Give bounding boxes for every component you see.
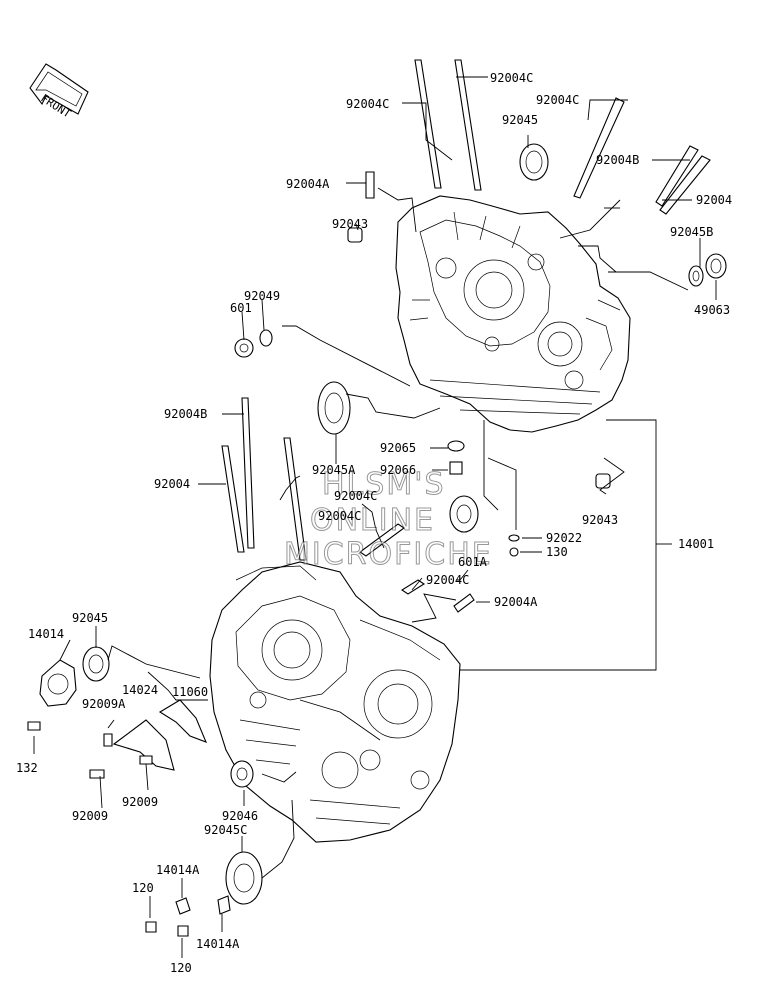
label-120-top: 120 (132, 881, 154, 895)
bearing-92045-left-icon (82, 646, 110, 682)
part-labels: 92004C 92004C 92004C 92045 92004B 92004A… (16, 71, 732, 975)
label-92004-mid: 92004 (154, 477, 190, 491)
label-92049: 92049 (244, 289, 280, 303)
label-92004c-top-2: 92004C (346, 97, 389, 111)
leader-lines (33, 76, 717, 958)
watermark-line-2: ONLINE (310, 503, 435, 538)
bolt-132-icon (27, 721, 41, 731)
bolt-92009-icon (89, 755, 153, 779)
label-14024: 14024 (122, 683, 158, 697)
label-92045-left: 92045 (72, 611, 108, 625)
bearing-92046-icon (230, 760, 254, 788)
oring-92022-icon (508, 534, 520, 542)
label-92004c-mid-1: 92004C (334, 489, 377, 503)
stud-bolts (221, 59, 711, 613)
label-92004a-mid: 92004A (494, 595, 538, 609)
watermark: HLSM'S ONLINE MICROFICHE (284, 467, 493, 573)
label-14014a-top: 14014A (156, 863, 200, 877)
bearing-92045b-icon (688, 265, 704, 287)
bearing-92045-top-icon (519, 143, 549, 181)
label-92004-top: 92004 (696, 193, 732, 207)
dowel-92043-mid-icon (595, 473, 611, 489)
washer-92065-icon (447, 440, 465, 452)
bolt-130-icon (509, 547, 519, 557)
label-92004a-top: 92004A (286, 177, 330, 191)
label-130: 130 (546, 545, 568, 559)
label-14014a-bottom: 14014A (196, 937, 240, 951)
dowel-92043-top-icon (347, 227, 363, 243)
watermark-line-3: MICROFICHE (284, 537, 493, 572)
label-92004c-top-3: 92004C (536, 93, 579, 107)
label-49063: 49063 (694, 303, 730, 317)
label-92046: 92046 (222, 809, 258, 823)
label-92045a: 92045A (312, 463, 356, 477)
label-92009-right: 92009 (122, 795, 158, 809)
bearing-92045c-icon (225, 851, 263, 905)
label-601a: 601A (458, 555, 488, 569)
front-arrow-icon: FRONT (29, 63, 89, 121)
cover-14014-icon (39, 659, 77, 707)
bearing-601a-icon (449, 495, 479, 533)
label-92045-top: 92045 (502, 113, 538, 127)
label-14014: 14014 (28, 627, 64, 641)
upper-crankcase-half (395, 195, 631, 433)
label-92065: 92065 (380, 441, 416, 455)
label-601: 601 (230, 301, 252, 315)
label-92066: 92066 (380, 463, 416, 477)
bracket-14014a-icon (175, 895, 231, 915)
fitting-92066-icon (449, 461, 463, 475)
label-92045b: 92045B (670, 225, 713, 239)
label-92009-left: 92009 (72, 809, 108, 823)
label-92004c-mid-2: 92004C (318, 509, 361, 523)
label-132: 132 (16, 761, 38, 775)
watermark-line-1: HLSM'S (322, 467, 446, 502)
plate-14024-icon (112, 719, 175, 771)
label-92004c-low: 92004C (426, 573, 469, 587)
bearing-92045a-icon (317, 381, 351, 435)
lower-crankcase-half (209, 561, 461, 843)
seal-49063-icon (705, 253, 727, 279)
label-14001: 14001 (678, 537, 714, 551)
label-11060: 11060 (172, 685, 208, 699)
label-92045c: 92045C (204, 823, 247, 837)
bolt-120-icon (145, 921, 189, 937)
seal-92049-icon (259, 329, 273, 347)
label-120-bottom: 120 (170, 961, 192, 975)
gasket-11060-icon (158, 699, 207, 743)
bolt-92009a-icon (103, 733, 113, 747)
label-92004b-mid: 92004B (164, 407, 207, 421)
label-92043-top: 92043 (332, 217, 368, 231)
label-92004c-top-1: 92004C (490, 71, 533, 85)
label-92043-mid: 92043 (582, 513, 618, 527)
oring-601-icon (234, 338, 254, 358)
label-92022: 92022 (546, 531, 582, 545)
label-92009a: 92009A (82, 697, 126, 711)
label-92004b-top: 92004B (596, 153, 639, 167)
